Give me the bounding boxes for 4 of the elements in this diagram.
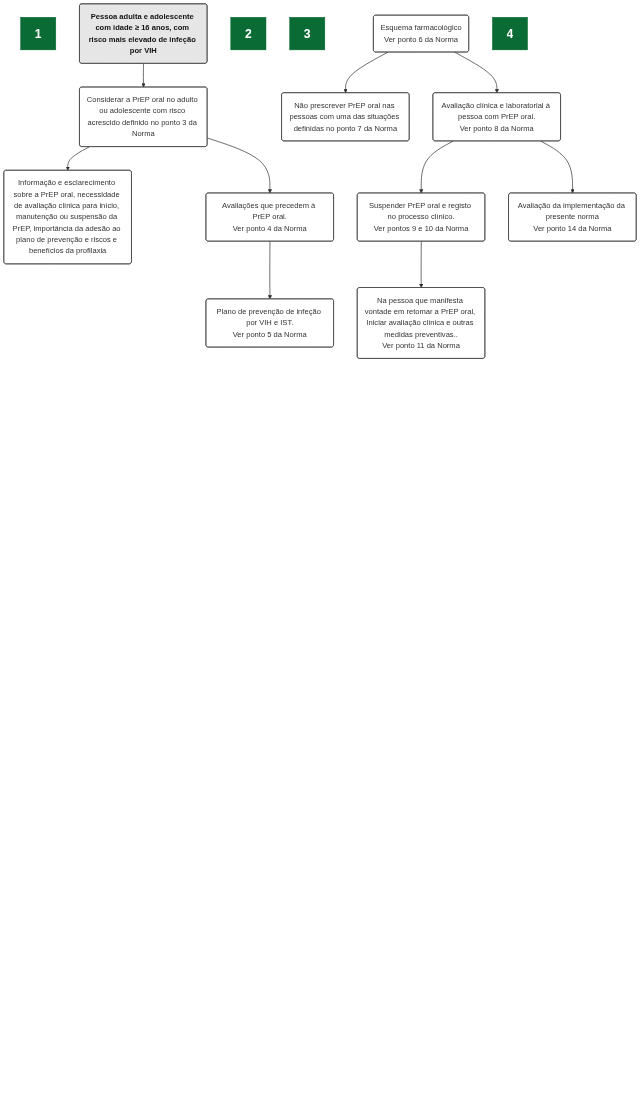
node-box: 4 xyxy=(492,17,528,51)
node-box: 1 xyxy=(20,17,57,51)
node-box: 3 xyxy=(289,17,326,51)
node-box: 2 xyxy=(230,17,267,51)
